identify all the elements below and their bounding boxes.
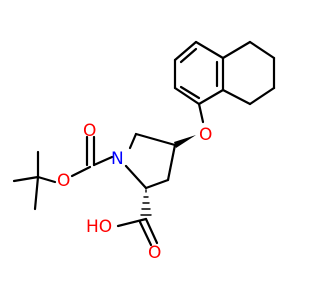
aromatic-double-bond xyxy=(179,85,201,100)
aromatic-double-bond xyxy=(179,47,198,64)
ring-bond xyxy=(144,178,170,190)
structure-drawing: O N O O HO O xyxy=(12,40,276,263)
aromatic-bond xyxy=(197,88,225,106)
ester-o-tbu-bond xyxy=(36,175,57,184)
tbu-methyl-bond xyxy=(33,175,40,211)
acid-oh-bond xyxy=(116,217,148,228)
tbu-methyl-bond xyxy=(12,175,40,183)
ring-bond xyxy=(248,86,276,106)
molecule-canvas: O N O O HO O xyxy=(12,40,276,263)
carbonyl-oxygen-label: O xyxy=(83,121,96,141)
ester-oxygen-label: O xyxy=(57,171,70,191)
ring-bond xyxy=(221,88,252,106)
aromatic-bond xyxy=(194,40,225,60)
ring-bond xyxy=(166,143,177,182)
aromatic-bond xyxy=(173,40,198,62)
n-carbonyl-bond xyxy=(92,155,114,167)
carbamate-ester-bond xyxy=(70,165,92,178)
acid-carbonyl-bond xyxy=(138,220,153,247)
acid-carbonyl-bond xyxy=(144,217,159,245)
aromatic-bond xyxy=(173,86,201,106)
nitrogen-label: N xyxy=(111,149,124,169)
ring-bond xyxy=(128,132,138,150)
wedge-bond xyxy=(174,135,196,148)
acid-carbonyl-oxygen-label: O xyxy=(148,243,161,263)
ring-bond xyxy=(221,40,252,60)
ring-bond xyxy=(134,132,177,147)
hydroxyl-label: HO xyxy=(86,217,112,237)
aryl-ether-bond xyxy=(197,102,205,124)
ether-oxygen-label: O xyxy=(199,125,212,145)
ring-bond xyxy=(124,164,148,190)
ring-bond xyxy=(248,40,276,60)
